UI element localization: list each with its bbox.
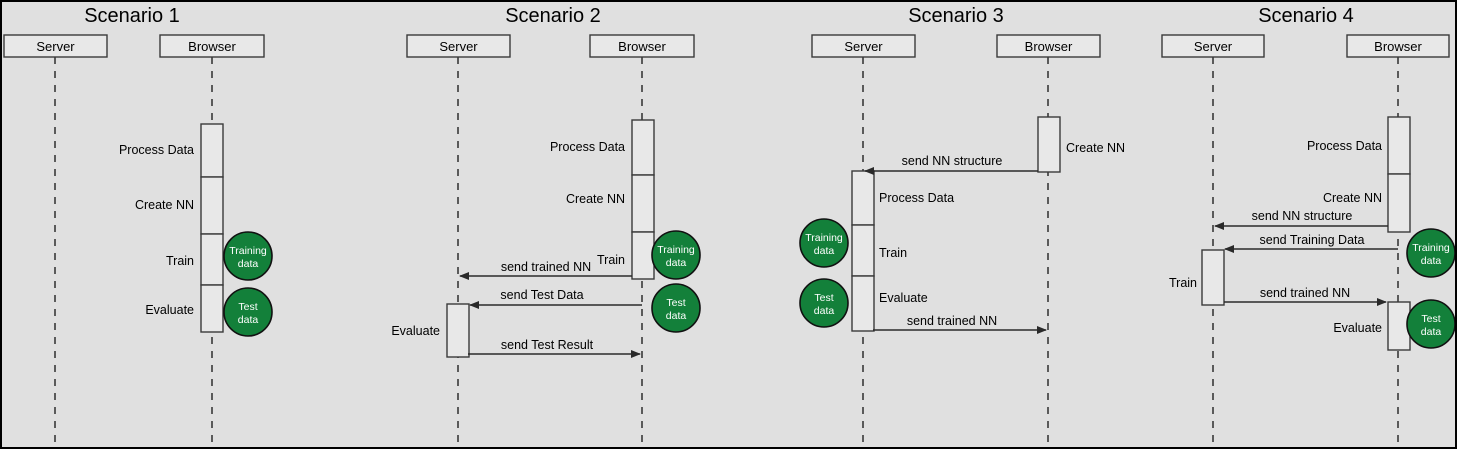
activation-bar[interactable] xyxy=(200,123,224,178)
training-data-circle[interactable] xyxy=(223,231,273,281)
activation-label: Train xyxy=(597,253,625,267)
scenario-title: Scenario 3 xyxy=(908,5,1004,27)
message-label: send Test Data xyxy=(500,288,583,302)
activation-label: Evaluate xyxy=(391,324,440,338)
activation-bar[interactable] xyxy=(851,170,875,226)
activation-label: Train xyxy=(879,246,907,260)
activation-label: Train xyxy=(166,254,194,268)
training-data-label-line-1: data xyxy=(814,245,835,257)
test-data-label-line-1: data xyxy=(666,310,687,322)
activation-bar[interactable] xyxy=(1201,249,1225,306)
training-data-label-line-0: Training xyxy=(1412,242,1450,254)
activation-bar[interactable] xyxy=(200,233,224,286)
test-data-label-line-0: Test xyxy=(814,292,833,304)
message-label: send Training Data xyxy=(1260,233,1365,247)
activation-bar[interactable] xyxy=(200,176,224,235)
test-data-label-line-1: data xyxy=(1421,326,1442,338)
activation-label: Process Data xyxy=(119,143,194,157)
training-data-label-line-0: Training xyxy=(229,245,267,257)
activation-bar[interactable] xyxy=(446,303,470,358)
test-data-circle[interactable] xyxy=(651,283,701,333)
participant-box-browser[interactable] xyxy=(996,34,1101,58)
activation-bar[interactable] xyxy=(631,231,655,280)
scenario-title: Scenario 1 xyxy=(84,5,180,27)
training-data-label-line-1: data xyxy=(666,257,687,269)
activation-label: Evaluate xyxy=(879,291,928,305)
activation-label: Process Data xyxy=(1307,139,1382,153)
activation-label: Create NN xyxy=(1323,191,1382,205)
message-label: send Test Result xyxy=(501,338,594,352)
participant-box-browser[interactable] xyxy=(589,34,695,58)
test-data-label-line-0: Test xyxy=(238,301,257,313)
message-label: send trained NN xyxy=(907,314,997,328)
activation-label: Evaluate xyxy=(145,303,194,317)
participant-label-server: Server xyxy=(439,39,478,54)
training-data-circle[interactable] xyxy=(651,230,701,280)
participant-label-browser: Browser xyxy=(188,39,236,54)
participant-label-server: Server xyxy=(36,39,75,54)
test-data-circle[interactable] xyxy=(1406,299,1455,349)
message-label: send NN structure xyxy=(902,154,1003,168)
training-data-label-line-1: data xyxy=(238,258,259,270)
activation-bar[interactable] xyxy=(851,224,875,277)
message-label: send trained NN xyxy=(1260,286,1350,300)
participant-label-browser: Browser xyxy=(1374,39,1422,54)
activation-label: Evaluate xyxy=(1333,321,1382,335)
test-data-label-line-0: Test xyxy=(1421,313,1440,325)
test-data-circle[interactable] xyxy=(223,287,273,337)
activation-label: Process Data xyxy=(879,191,954,205)
activation-bar[interactable] xyxy=(631,174,655,233)
scenario-title: Scenario 4 xyxy=(1258,5,1354,27)
participant-box-server[interactable] xyxy=(1161,34,1265,58)
training-data-circle[interactable] xyxy=(799,218,849,268)
participant-label-server: Server xyxy=(1194,39,1233,54)
scenario-title: Scenario 2 xyxy=(505,5,601,27)
participant-label-server: Server xyxy=(844,39,883,54)
message-label: send NN structure xyxy=(1252,209,1353,223)
activation-bar[interactable] xyxy=(851,275,875,332)
participant-box-browser[interactable] xyxy=(1346,34,1450,58)
test-data-label-line-1: data xyxy=(814,305,835,317)
training-data-label-line-0: Training xyxy=(657,244,695,256)
activation-bar[interactable] xyxy=(1387,116,1411,175)
message-label: send trained NN xyxy=(501,260,591,274)
activation-bar[interactable] xyxy=(1387,173,1411,233)
activation-label: Process Data xyxy=(550,140,625,154)
activation-bar[interactable] xyxy=(200,284,224,333)
activation-bar[interactable] xyxy=(1037,116,1061,173)
test-data-label-line-0: Test xyxy=(666,297,685,309)
participant-box-browser[interactable] xyxy=(159,34,265,58)
participant-label-browser: Browser xyxy=(1025,39,1073,54)
activation-bar[interactable] xyxy=(631,119,655,176)
training-data-circle[interactable] xyxy=(1406,228,1455,278)
training-data-label-line-1: data xyxy=(1421,255,1442,267)
activation-label: Create NN xyxy=(135,198,194,212)
test-data-label-line-1: data xyxy=(238,314,259,326)
test-data-circle[interactable] xyxy=(799,278,849,328)
participant-box-server[interactable] xyxy=(3,34,108,58)
activation-label: Create NN xyxy=(1066,141,1125,155)
activation-label: Train xyxy=(1169,276,1197,290)
activation-label: Create NN xyxy=(566,192,625,206)
training-data-label-line-0: Training xyxy=(805,232,843,244)
participant-label-browser: Browser xyxy=(618,39,666,54)
participant-box-server[interactable] xyxy=(811,34,916,58)
participant-box-server[interactable] xyxy=(406,34,511,58)
